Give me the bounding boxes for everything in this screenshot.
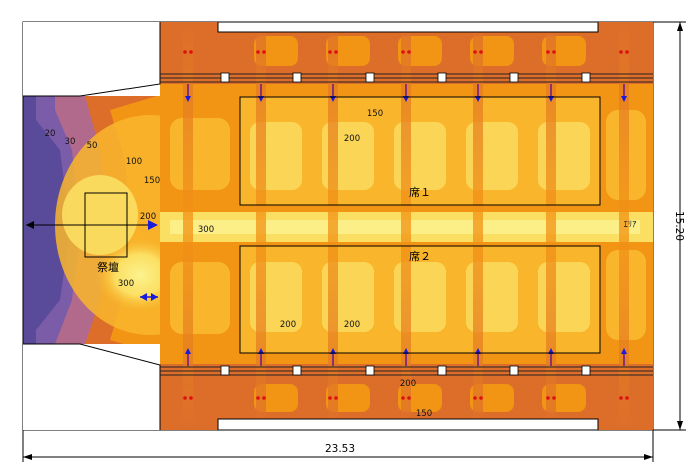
rail-bottom xyxy=(160,366,653,376)
seat-2-label: 席２ xyxy=(409,249,431,263)
luminaire-bottom-b-4 xyxy=(479,396,483,400)
luminaire-top-a-1 xyxy=(256,50,260,54)
contour-label-200-seat2a: 200 xyxy=(280,320,296,330)
luminaire-top-b-3 xyxy=(407,50,411,54)
luminaire-top-b-0 xyxy=(189,50,193,54)
luminaire-top-b-2 xyxy=(334,50,338,54)
luminaire-bottom-a-2 xyxy=(328,396,332,400)
bright-patch-lower-4 xyxy=(538,262,590,332)
area-label: ｴﾘｱ xyxy=(624,220,637,230)
width-dimension: 23.53 xyxy=(22,430,654,462)
luminaire-top-a-2 xyxy=(328,50,332,54)
luminaire-bottom-a-3 xyxy=(401,396,405,400)
left-upper-patch xyxy=(170,118,230,190)
column-stripe-0 xyxy=(183,22,193,430)
luminaire-bottom-b-1 xyxy=(262,396,266,400)
luminaire-bottom-a-0 xyxy=(183,396,187,400)
column-stripes xyxy=(183,22,629,430)
bright-patch-upper-4 xyxy=(538,122,590,190)
seat-1-label: 席１ xyxy=(409,185,431,199)
contour-label-150-bottom: 150 xyxy=(416,409,432,419)
luminaire-bottom-b-0 xyxy=(189,396,193,400)
contour-label-50: 50 xyxy=(87,141,98,151)
luminaire-bottom-a-1 xyxy=(256,396,260,400)
axis-arrow xyxy=(26,220,158,301)
contour-label-200-seat1: 200 xyxy=(344,134,360,144)
luminaire-bottom-a-5 xyxy=(546,396,550,400)
luminaire-top-a-6 xyxy=(619,50,623,54)
seat-area-1 xyxy=(239,96,601,206)
luminaire-top-b-5 xyxy=(552,50,556,54)
fitting-top-0 xyxy=(220,72,230,83)
luminaire-bottom-a-6 xyxy=(619,396,623,400)
column-stripe-6 xyxy=(619,22,629,430)
fitting-top-2 xyxy=(365,72,375,83)
height-dimension-label: 15.20 xyxy=(673,211,685,241)
arrow-bottom-head-6 xyxy=(621,348,627,354)
luminaire-bottom-a-4 xyxy=(473,396,477,400)
arrow-top-head-6 xyxy=(621,96,627,102)
luminaire-top-a-4 xyxy=(473,50,477,54)
column-stripe-1 xyxy=(256,22,266,430)
fitting-top-1 xyxy=(292,72,302,83)
luminaire-top-b-1 xyxy=(262,50,266,54)
luminaire-top-a-3 xyxy=(401,50,405,54)
luminaire-bottom-b-6 xyxy=(625,396,629,400)
fitting-top-5 xyxy=(581,72,591,83)
fitting-top-4 xyxy=(509,72,519,83)
contour-label-150-top: 150 xyxy=(367,109,383,119)
column-stripe-2 xyxy=(328,22,338,430)
contour-label-20: 20 xyxy=(45,129,56,139)
left-lower-patch xyxy=(170,262,230,334)
fitting-bottom-0 xyxy=(220,365,230,376)
fitting-bottom-2 xyxy=(365,365,375,376)
luminaire-top-b-6 xyxy=(625,50,629,54)
arrow-top-head-0 xyxy=(185,96,191,102)
column-stripe-5 xyxy=(546,22,556,430)
luminaire-top-a-0 xyxy=(183,50,187,54)
contour-label-150-left: 150 xyxy=(144,176,160,186)
luminaire-top-b-4 xyxy=(479,50,483,54)
width-dimension-label: 23.53 xyxy=(325,443,355,455)
contour-labels: 20 30 50 100 150 200 300 300 150 200 200… xyxy=(45,109,433,419)
height-dimension: 15.20 xyxy=(653,21,686,431)
altar-label: 祭壇 xyxy=(97,260,119,274)
contour-label-200-bottom: 200 xyxy=(400,379,416,389)
contour-label-200-left: 200 xyxy=(140,212,156,222)
column-stripe-4 xyxy=(473,22,483,430)
rail-top xyxy=(160,73,653,83)
fitting-top-3 xyxy=(437,72,447,83)
fitting-bottom-5 xyxy=(581,365,591,376)
contour-label-200-seat2b: 200 xyxy=(344,320,360,330)
luminaire-bottom-b-5 xyxy=(552,396,556,400)
rail-fittings xyxy=(220,72,591,376)
wall-notches xyxy=(22,22,161,430)
fitting-bottom-3 xyxy=(437,365,447,376)
contour-label-30: 30 xyxy=(65,137,76,147)
window-top xyxy=(217,21,599,33)
luminaire-bottom-b-3 xyxy=(407,396,411,400)
column-stripe-3 xyxy=(401,22,411,430)
window-bottom xyxy=(217,418,599,431)
contour-label-100: 100 xyxy=(126,157,142,167)
luminaire-top-a-5 xyxy=(546,50,550,54)
contour-label-300-aisle: 300 xyxy=(198,225,214,235)
seat-area-2 xyxy=(239,245,601,354)
luminaire-bottom-b-2 xyxy=(334,396,338,400)
fitting-bottom-4 xyxy=(509,365,519,376)
fitting-bottom-1 xyxy=(292,365,302,376)
arrow-bottom-head-0 xyxy=(185,348,191,354)
contour-label-300-altar: 300 xyxy=(118,279,134,289)
